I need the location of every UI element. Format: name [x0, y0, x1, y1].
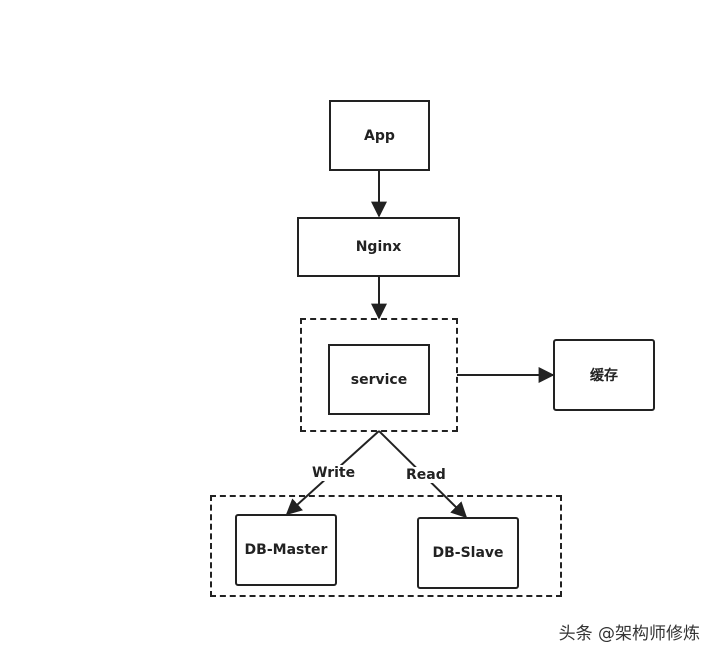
service-node: service — [328, 344, 430, 415]
nginx-node: Nginx — [297, 217, 460, 277]
db-master-node: DB-Master — [235, 514, 337, 586]
cache-node-label: 缓存 — [590, 368, 618, 384]
db-slave-node-label: DB-Slave — [432, 545, 504, 561]
app-node-label: App — [364, 127, 395, 144]
db-slave-node: DB-Slave — [417, 517, 519, 589]
app-node: App — [329, 100, 430, 171]
cache-node: 缓存 — [553, 339, 655, 411]
database-group — [210, 495, 562, 597]
read-edge-label: Read — [404, 467, 448, 483]
service-group — [300, 318, 458, 432]
nginx-node-label: Nginx — [355, 239, 402, 255]
db-master-node-label: DB-Master — [244, 542, 328, 558]
service-node-label: service — [350, 371, 408, 388]
watermark: 头条 @架构师修炼 — [558, 624, 700, 644]
write-edge-label: Write — [310, 465, 358, 481]
